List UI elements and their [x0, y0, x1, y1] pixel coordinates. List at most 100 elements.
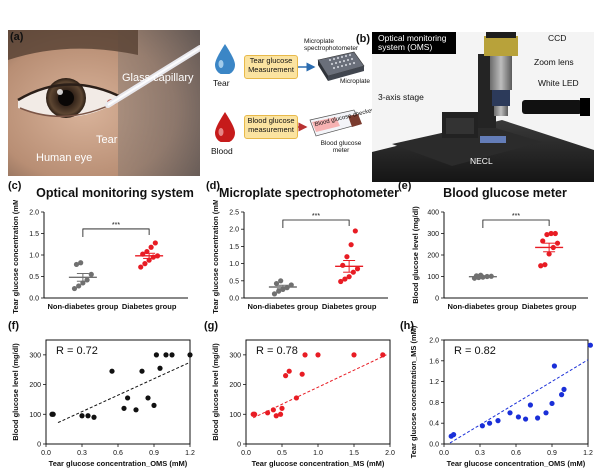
blood-drop-label: Blood — [211, 146, 233, 156]
y-tick-label: 0.8 — [429, 400, 439, 407]
data-point — [346, 274, 352, 280]
fit-line — [252, 354, 387, 419]
data-point — [187, 352, 193, 358]
data-point — [169, 352, 175, 358]
x-tick-label: 0.3 — [77, 450, 87, 457]
y-tick-label: 0 — [237, 442, 241, 449]
data-point — [133, 407, 139, 413]
x-tick-label: 0.0 — [241, 450, 251, 457]
correlation-label: R = 0.72 — [56, 345, 98, 357]
y-axis-label: Tear glucose concentration (mM) — [11, 200, 20, 314]
correlation-label: R = 0.78 — [256, 345, 298, 357]
data-point — [71, 285, 78, 292]
glass-capillary-label: Glass capillary — [122, 72, 194, 84]
data-point — [351, 352, 357, 358]
data-point — [552, 230, 558, 237]
data-point — [109, 368, 115, 374]
y-tick-label: 300 — [427, 231, 439, 238]
blood-glucose-meter-device — [309, 109, 362, 137]
data-point — [91, 414, 97, 420]
y-tick-label: 1.6 — [429, 358, 439, 365]
y-tick-label: 2.5 — [229, 210, 239, 217]
eye-photo-illustration — [8, 30, 200, 176]
data-point — [157, 365, 163, 371]
y-tick-label: 1.5 — [229, 244, 239, 251]
data-point — [302, 352, 308, 358]
y-tick-label: 0.4 — [429, 421, 439, 428]
significance-label: *** — [112, 222, 120, 229]
data-point — [527, 402, 533, 408]
microplate-label: Microplate — [340, 78, 370, 85]
data-point — [145, 395, 151, 401]
x-axis-label: Tear glucose concentration_OMS (mM) — [447, 459, 586, 468]
panel-h-letter: (h) — [400, 320, 415, 332]
data-point — [495, 418, 501, 424]
tear-measurement-text: Tear glucose Measurement — [248, 56, 294, 74]
data-point — [148, 244, 154, 250]
tear-label: Tear — [96, 134, 118, 146]
y-tick-label: 0.5 — [229, 278, 239, 285]
y-tick-label: 300 — [29, 352, 41, 359]
data-point — [515, 414, 521, 420]
data-point — [163, 352, 169, 358]
data-point — [523, 416, 529, 422]
x-category-label: Diabetes group — [122, 302, 177, 311]
data-point — [76, 283, 82, 289]
data-point — [84, 277, 90, 283]
y-tick-label: 100 — [229, 412, 241, 419]
ccd-label: CCD — [548, 33, 567, 43]
y-tick-label: 100 — [29, 412, 41, 419]
fit-line — [449, 359, 589, 444]
x-tick-label: 0.5 — [277, 450, 287, 457]
data-point — [551, 363, 557, 369]
y-tick-label: 200 — [229, 382, 241, 389]
x-tick-label: 0.9 — [149, 450, 159, 457]
significance-bracket — [482, 219, 550, 228]
x-tick-label: 0.6 — [511, 450, 521, 457]
data-point — [279, 405, 285, 411]
data-point — [280, 286, 286, 292]
data-point — [342, 276, 348, 282]
data-point — [299, 371, 305, 377]
data-point — [78, 260, 84, 266]
significance-label: *** — [512, 213, 520, 220]
data-point — [79, 413, 85, 419]
x-axis-label: Tear glucose concentration_OMS (mM) — [49, 459, 188, 468]
data-point — [451, 432, 457, 438]
data-point — [507, 410, 513, 416]
data-point — [276, 288, 282, 294]
y-tick-label: 200 — [29, 382, 41, 389]
schematic-arrows — [298, 51, 365, 137]
data-point — [544, 231, 550, 238]
panel-a-photo — [8, 30, 200, 176]
blood-drop-icon — [215, 112, 235, 142]
significance-label: *** — [312, 213, 320, 220]
oms-title: Optical monitoring system (OMS) — [378, 33, 447, 53]
data-point — [252, 411, 258, 417]
x-axis-label: Tear glucose concentration_MS (mM) — [252, 459, 385, 468]
microplate-device — [317, 51, 365, 81]
x-category-label: Diabetes group — [522, 302, 577, 311]
x-tick-label: 1.2 — [583, 450, 593, 457]
panel-c-letter: (c) — [8, 180, 22, 192]
y-axis-label: Blood glucose level (mg/dl) — [11, 343, 20, 441]
panel-d-title: Microplate spectrophotometer — [219, 186, 399, 200]
x-tick-label: 2.0 — [385, 450, 395, 457]
data-point — [271, 291, 278, 297]
data-point — [142, 261, 148, 267]
blood-glucose-meter-label: Blood glucose meter — [320, 140, 362, 155]
white-led-label: White LED — [538, 78, 579, 88]
x-tick-label: 0.0 — [41, 450, 51, 457]
data-point — [479, 423, 485, 429]
y-tick-label: 200 — [427, 253, 439, 260]
data-point — [535, 415, 541, 421]
data-point — [587, 342, 593, 348]
y-tick-label: 1.5 — [29, 231, 39, 238]
data-point — [278, 278, 284, 284]
data-point — [121, 405, 127, 411]
x-category-label: Non-diabetes group — [447, 302, 518, 311]
data-point — [138, 264, 144, 270]
data-point — [561, 386, 567, 392]
